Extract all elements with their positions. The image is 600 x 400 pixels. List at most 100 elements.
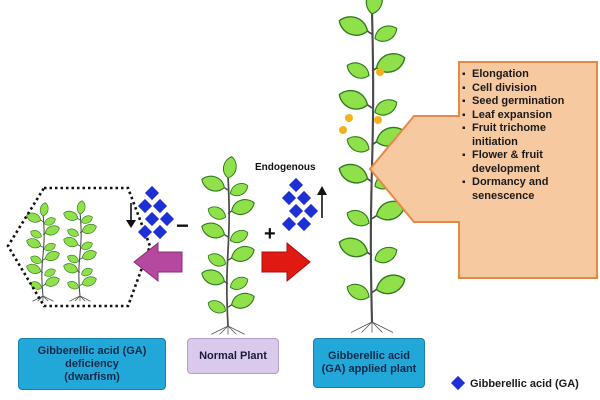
petiole <box>79 231 83 234</box>
leaf <box>207 300 227 314</box>
effect-item-line: senescence <box>472 189 535 202</box>
petiole <box>371 141 377 146</box>
leaf <box>338 16 369 36</box>
leaf <box>375 274 406 295</box>
effect-item-line: Leaf expansion <box>472 108 553 121</box>
root <box>219 325 229 335</box>
leaf <box>201 269 225 286</box>
leaf <box>346 136 370 153</box>
leaf <box>231 292 255 309</box>
root <box>32 295 44 302</box>
effect-item-line: initiation <box>472 135 518 148</box>
petiole <box>42 283 46 287</box>
root <box>227 325 245 335</box>
petiole <box>371 214 377 220</box>
blue-diamond-icon <box>152 224 168 240</box>
up-arrow <box>317 186 327 218</box>
effect-item-line: Fruit trichome <box>472 122 546 134</box>
leaf <box>229 230 249 244</box>
petiole <box>367 178 373 183</box>
dwarf-label-line-3: (dwarfism) <box>64 370 120 383</box>
petiole <box>224 187 229 191</box>
effect-item-line: development <box>472 162 540 175</box>
root <box>371 321 394 333</box>
petiole <box>42 258 46 261</box>
ga-diamonds-left <box>137 185 175 240</box>
root <box>69 295 81 302</box>
leaf <box>229 183 249 197</box>
petiole <box>371 288 377 294</box>
leaf <box>231 199 255 215</box>
blue-diamond-icon <box>296 216 312 232</box>
leaf <box>207 253 227 267</box>
petiole <box>77 218 81 221</box>
petiole <box>367 251 373 257</box>
leaf <box>81 223 97 234</box>
endogenous-label: Endogenous <box>255 162 316 173</box>
petiole <box>77 244 81 247</box>
leaf <box>63 263 79 274</box>
leaf <box>30 281 42 290</box>
leaf <box>81 250 97 261</box>
leaf <box>229 276 249 290</box>
fruit <box>345 114 353 122</box>
petiole <box>40 219 44 223</box>
petiole <box>227 210 232 215</box>
legend-label: Gibberellic acid (GA) <box>470 378 579 390</box>
leaf <box>63 210 79 221</box>
root <box>79 295 91 302</box>
petiole <box>367 104 373 109</box>
decrease-arrow <box>133 241 183 283</box>
leaf <box>81 241 93 250</box>
leaf <box>76 200 86 215</box>
blue-diamond-icon <box>281 190 297 206</box>
leaf <box>63 237 79 247</box>
leaf <box>375 53 406 73</box>
dwarf-label-line-1: Gibberellic acid (GA) <box>37 344 147 357</box>
leaf <box>30 230 42 239</box>
blue-diamond-icon <box>296 190 312 206</box>
dwarf-label-box: Gibberellic acid (GA) deficiency (dwarfi… <box>18 338 166 390</box>
dwarf-hexagon-outline <box>6 186 152 308</box>
leaf <box>207 206 227 220</box>
blue-diamond-icon <box>137 224 153 240</box>
leaf <box>39 202 49 217</box>
normal-plant-label: Normal Plant <box>199 349 267 362</box>
effect-item: Elongation <box>462 68 587 82</box>
leaf <box>44 225 60 236</box>
increase-arrow <box>261 241 311 283</box>
blue-diamond-icon <box>288 203 304 219</box>
root <box>227 325 237 335</box>
petiole <box>371 67 377 72</box>
leaf <box>222 156 237 179</box>
leaf <box>338 163 369 184</box>
effect-item-line: Elongation <box>472 68 529 80</box>
normal-plant-label-box: Normal Plant <box>187 338 279 374</box>
leaf <box>67 228 79 237</box>
petiole <box>77 270 81 273</box>
root <box>74 295 81 302</box>
leaf <box>67 281 79 290</box>
root <box>371 321 383 333</box>
applied-label-line-2: (GA) applied plant <box>321 363 417 375</box>
leaf <box>374 99 398 116</box>
down-arrow <box>126 203 136 228</box>
petiole <box>227 304 232 308</box>
leaf <box>201 222 225 239</box>
leaf <box>231 245 255 262</box>
leaf <box>44 242 56 252</box>
petiole <box>40 245 44 248</box>
blue-diamond-icon <box>144 185 160 201</box>
petiole <box>79 257 83 260</box>
leaf <box>44 276 60 287</box>
leaf <box>346 62 370 79</box>
dwarf-label-line-2: deficiency <box>65 357 119 370</box>
minus-sign: − <box>176 213 189 238</box>
effect-item: Seed germination <box>462 95 587 109</box>
petiole <box>224 280 229 285</box>
leaf <box>26 238 42 249</box>
petiole <box>227 257 232 261</box>
stem <box>225 175 231 327</box>
